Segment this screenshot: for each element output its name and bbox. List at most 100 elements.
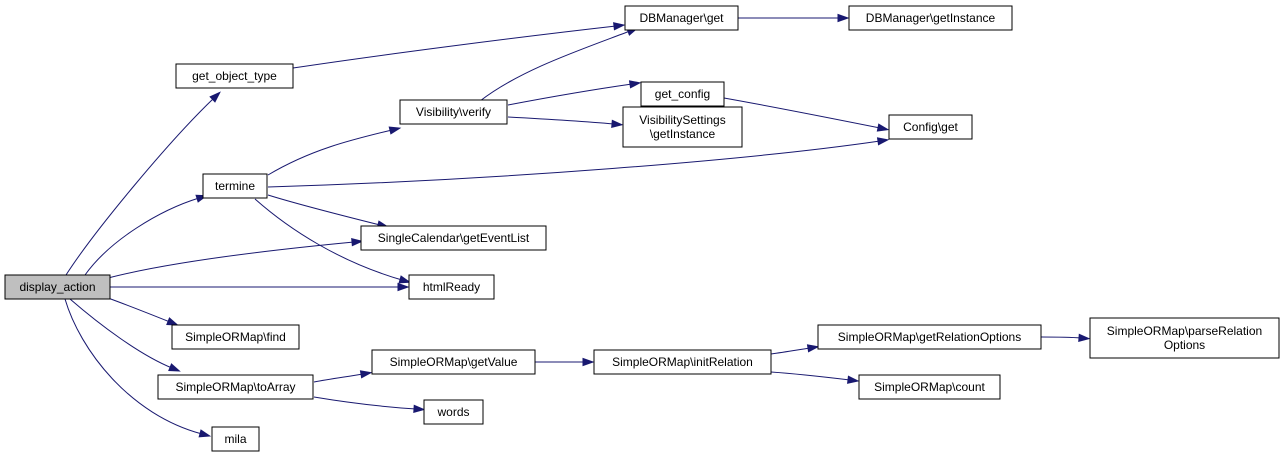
node-label: SimpleORMap\getRelationOptions <box>838 330 1021 344</box>
arrowhead-icon <box>359 370 373 379</box>
node-initRelation[interactable]: SimpleORMap\initRelation <box>593 349 772 375</box>
arrowhead-icon <box>413 404 426 414</box>
edge-toArray-to-words <box>313 396 426 414</box>
edge-line <box>267 140 881 188</box>
node-getRelationOptions[interactable]: SimpleORMap\getRelationOptions <box>817 324 1042 350</box>
edge-toArray-to-getValue <box>313 370 373 383</box>
arrowhead-icon <box>209 91 221 103</box>
node-htmlReady[interactable]: htmlReady <box>408 274 495 300</box>
arrowhead-icon <box>1078 333 1091 343</box>
edge-line <box>64 298 203 435</box>
node-db_get[interactable]: DBManager\get <box>624 5 739 31</box>
edge-line <box>1040 336 1082 339</box>
node-box <box>593 349 772 375</box>
node-words[interactable]: words <box>423 399 484 425</box>
edge-line <box>507 83 633 106</box>
node-getValue[interactable]: SimpleORMap\getValue <box>371 349 536 375</box>
node-box <box>640 81 725 107</box>
node-label: htmlReady <box>423 280 480 294</box>
edge-line <box>267 194 381 226</box>
arrowhead-icon <box>398 275 412 284</box>
node-label: SimpleORMap\find <box>185 330 286 344</box>
node-label: Config\get <box>903 120 958 134</box>
node-box <box>157 374 314 400</box>
arrowhead-icon <box>806 344 820 353</box>
edge-line <box>313 373 364 383</box>
arrowhead-icon <box>388 126 402 135</box>
edge-display_action-to-get_object_type <box>65 91 221 276</box>
edge-get_config-to-config_get <box>723 97 890 132</box>
node-label: DBManager\get <box>639 11 724 25</box>
edge-vis_verify-to-vs_getInstance <box>507 116 624 128</box>
edge-display_action-to-getEventList <box>107 238 364 279</box>
edge-display_action-to-termine <box>84 194 209 276</box>
node-count[interactable]: SimpleORMap\count <box>858 374 1001 400</box>
edge-db_get-to-db_getInstance <box>738 13 850 23</box>
edge-initRelation-to-getRelationOptions <box>770 344 820 355</box>
arrowhead-icon <box>582 357 595 367</box>
node-box <box>622 106 743 148</box>
arrowhead-icon <box>198 429 212 438</box>
edge-line <box>254 198 403 281</box>
node-label: display_action <box>19 280 95 294</box>
node-label: Visibility\verify <box>416 105 491 119</box>
edge-line <box>69 298 173 369</box>
node-label: Options <box>1164 338 1205 352</box>
edge-line <box>267 129 393 176</box>
node-db_getInstance[interactable]: DBManager\getInstance <box>848 5 1013 31</box>
node-label: SimpleORMap\initRelation <box>612 355 753 369</box>
edge-line <box>723 97 881 129</box>
edge-line <box>107 297 171 323</box>
node-get_object_type[interactable]: get_object_type <box>175 63 294 89</box>
node-vis_verify[interactable]: Visibility\verify <box>399 99 508 125</box>
edge-vis_verify-to-get_config <box>507 80 642 106</box>
node-box <box>175 63 294 89</box>
node-toArray[interactable]: SimpleORMap\toArray <box>157 374 314 400</box>
arrowhead-icon <box>847 375 860 384</box>
edge-initRelation-to-count <box>770 371 860 384</box>
edge-line <box>292 25 617 69</box>
node-box <box>360 225 547 251</box>
node-getEventList[interactable]: SingleCalendar\getEventList <box>360 225 547 251</box>
node-find[interactable]: SimpleORMap\find <box>171 324 300 350</box>
edge-line <box>770 371 851 381</box>
edge-getValue-to-initRelation <box>534 357 595 367</box>
node-display_action[interactable]: display_action <box>4 274 111 300</box>
edge-termine-to-htmlReady <box>254 198 412 284</box>
node-label: VisibilitySettings <box>639 113 725 127</box>
nodes-layer: display_action get_object_typetermineSimp… <box>4 5 1280 452</box>
node-box <box>211 426 260 452</box>
node-label: DBManager\getInstance <box>866 11 996 25</box>
edge-getRelationOptions-to-parseRelationOptions <box>1040 333 1091 343</box>
edge-display_action-to-mila <box>64 298 212 438</box>
edge-line <box>313 396 417 410</box>
node-label: \getInstance <box>650 127 716 141</box>
arrowhead-icon <box>876 123 890 132</box>
node-mila[interactable]: mila <box>211 426 260 452</box>
arrowhead-icon <box>613 22 626 31</box>
node-config_get[interactable]: Config\get <box>888 114 973 140</box>
node-box <box>171 324 300 350</box>
node-label: mila <box>224 432 246 446</box>
edge-display_action-to-htmlReady <box>108 282 410 292</box>
node-label: SingleCalendar\getEventList <box>378 231 530 245</box>
node-box <box>371 349 536 375</box>
node-label: SimpleORMap\parseRelation <box>1107 324 1262 338</box>
node-termine[interactable]: termine <box>202 173 268 199</box>
edge-termine-to-getEventList <box>267 194 390 229</box>
node-vs_getInstance[interactable]: VisibilitySettings\getInstance <box>622 106 743 148</box>
edge-line <box>770 347 811 355</box>
node-box <box>399 99 508 125</box>
node-label: SimpleORMap\toArray <box>175 380 295 394</box>
node-box <box>1089 317 1280 359</box>
node-label: get_object_type <box>192 69 277 83</box>
edge-termine-to-config_get <box>267 137 890 188</box>
edges-layer <box>64 13 1091 438</box>
edge-line <box>507 116 615 125</box>
edge-line <box>107 241 355 279</box>
node-box <box>408 274 495 300</box>
node-get_config[interactable]: get_config <box>640 81 725 107</box>
node-box <box>858 374 1001 400</box>
